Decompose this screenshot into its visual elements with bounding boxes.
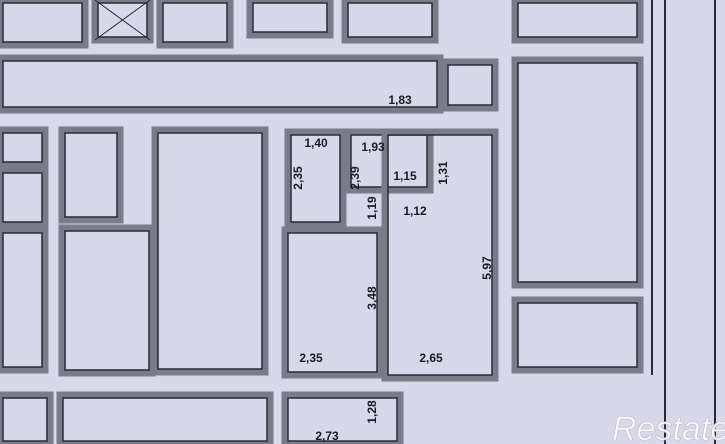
room-wall: [511, 296, 644, 374]
dimension-label: 1,31: [436, 161, 450, 185]
watermark-logo: Restate: [612, 410, 725, 444]
room-outline: [157, 132, 263, 370]
room-wall: [0, 54, 444, 114]
room-wall: [0, 126, 49, 169]
room-outline: [2, 2, 83, 43]
room-outline: [447, 64, 493, 106]
room-wall: [58, 126, 124, 224]
room-wall: [381, 128, 499, 382]
room-outline: [64, 230, 150, 371]
room-outline: [517, 302, 638, 368]
dimension-label: 1,12: [403, 204, 427, 218]
dimension-label: 1,83: [388, 93, 412, 107]
room-outline: [387, 134, 493, 376]
room-wall: [91, 0, 154, 44]
watermark-text: Restate: [612, 410, 725, 444]
room-outline: [290, 134, 341, 223]
room-outline: [64, 132, 118, 218]
room-wall: [56, 391, 274, 444]
dimension-label: 2,35: [291, 166, 305, 190]
room-outline: [2, 232, 43, 368]
room-outline: [287, 232, 378, 373]
dimension-label: 2,35: [299, 351, 323, 365]
room-wall: [0, 166, 49, 229]
dimension-labels: 1,83 1,40 1,93 2,35 2,39 1,15 1,31 1,19 1,12 5,97…: [291, 93, 494, 443]
room-wall: [151, 126, 269, 376]
room-outline: [62, 397, 268, 442]
room-outline: [517, 2, 638, 38]
room-wall: [0, 0, 89, 49]
dimension-label: 3,48: [365, 286, 379, 310]
dimension-label: 1,19: [365, 196, 379, 220]
elevator-cross: [94, 0, 151, 41]
room-outline: [517, 62, 638, 283]
dimension-label: 2,39: [348, 166, 362, 190]
dimension-label: 5,97: [480, 256, 494, 280]
room-outline: [287, 397, 398, 442]
room-outline: [162, 2, 228, 43]
room-wall: [0, 226, 49, 374]
room-outline: [252, 2, 328, 33]
room-wall: [0, 391, 54, 444]
room-wall: [58, 224, 156, 377]
dimension-label: 1,93: [361, 140, 385, 154]
dimension-label: 1,40: [304, 136, 328, 150]
room-wall: [511, 0, 644, 44]
room-wall: [441, 58, 499, 112]
dimension-label: 1,28: [365, 400, 379, 424]
room-wall: [341, 0, 439, 44]
room-wall: [246, 0, 334, 39]
room-outline: [2, 397, 48, 442]
room-wall: [156, 0, 234, 49]
dimension-label: 2,73: [315, 429, 339, 443]
room-outline: [2, 132, 43, 163]
room-wall: [281, 226, 384, 379]
room-wall: [284, 128, 347, 229]
room-wall: [281, 391, 404, 444]
room-wall: [511, 56, 644, 289]
room-outline: [97, 2, 148, 38]
dimension-label: 1,15: [393, 169, 417, 183]
room-outline: [2, 60, 438, 108]
room-outline: [2, 172, 43, 223]
room-outline: [347, 2, 433, 38]
dimension-label: 2,65: [419, 351, 443, 365]
